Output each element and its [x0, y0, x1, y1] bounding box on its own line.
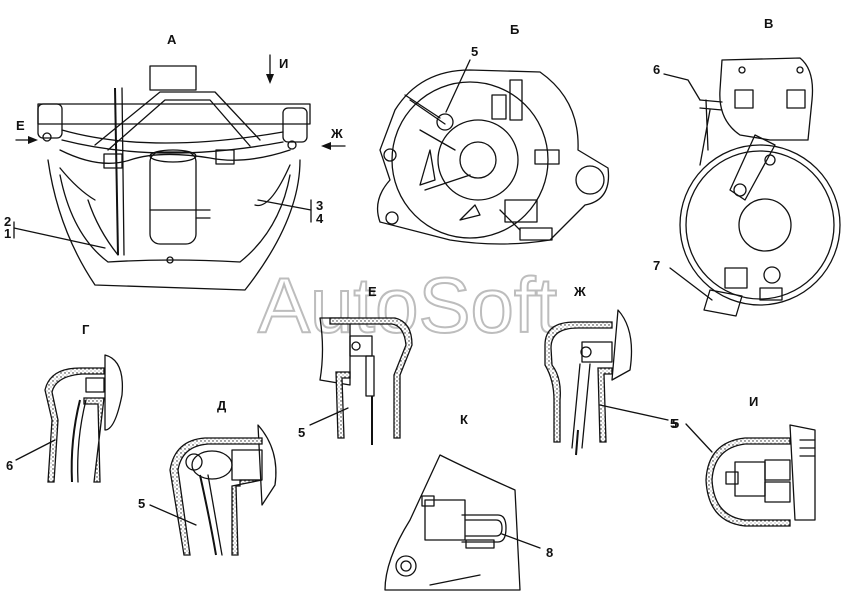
callout-6-v: 6	[653, 62, 660, 77]
callout-3: 3	[316, 198, 323, 213]
view-e-drawing: Е 5	[298, 284, 413, 445]
view-i-drawing: И 5	[672, 394, 816, 527]
view-v-drawing: В 6 7	[653, 16, 841, 317]
callout-7: 7	[653, 258, 660, 273]
callout-5-e: 5	[298, 425, 305, 440]
callout-5-b: 5	[471, 44, 478, 59]
callout-1: 1	[4, 226, 11, 241]
view-e-label: Е	[368, 284, 377, 299]
view-g-label: Г	[82, 322, 90, 337]
callout-5-d: 5	[138, 496, 145, 511]
view-b-label: Б	[510, 22, 519, 37]
callout-4: 4	[316, 211, 324, 226]
arrow-i-label: И	[279, 56, 288, 71]
view-zh-label: Ж	[573, 284, 586, 299]
view-a-drawing: А И	[4, 32, 346, 291]
view-v-label: В	[764, 16, 773, 31]
arrow-zh-label: Ж	[330, 126, 343, 141]
view-b-drawing: Б 5	[376, 22, 610, 245]
callout-2: 2	[4, 214, 11, 229]
view-d-label: Д	[217, 398, 227, 413]
callout-5-i: 5	[672, 416, 679, 431]
view-k-drawing: К 8	[384, 412, 553, 591]
callout-6-g: 6	[6, 458, 13, 473]
view-d-drawing: Д 5	[138, 398, 277, 556]
view-a-label: А	[167, 32, 177, 47]
view-zh-drawing: Ж 5	[544, 284, 677, 456]
view-i-label: И	[749, 394, 758, 409]
callout-8: 8	[546, 545, 553, 560]
arrow-e-label: Е	[16, 118, 25, 133]
callout-5-zh: 5	[670, 416, 677, 431]
view-g-drawing: Г 6	[6, 322, 124, 483]
view-k-label: К	[460, 412, 468, 427]
